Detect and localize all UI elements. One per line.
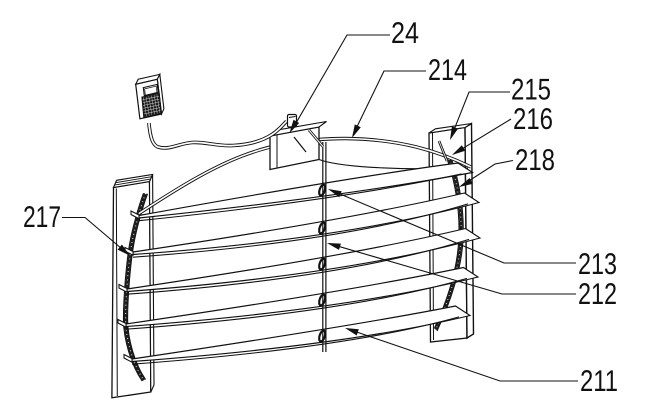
svg-text:211: 211 xyxy=(580,365,618,398)
svg-text:217: 217 xyxy=(23,201,61,234)
svg-text:24: 24 xyxy=(391,17,419,50)
svg-text:213: 213 xyxy=(578,248,617,281)
svg-text:212: 212 xyxy=(578,278,617,311)
svg-text:214: 214 xyxy=(428,54,467,87)
svg-text:216: 216 xyxy=(513,103,553,136)
svg-text:215: 215 xyxy=(511,74,551,107)
svg-text:218: 218 xyxy=(515,144,555,177)
